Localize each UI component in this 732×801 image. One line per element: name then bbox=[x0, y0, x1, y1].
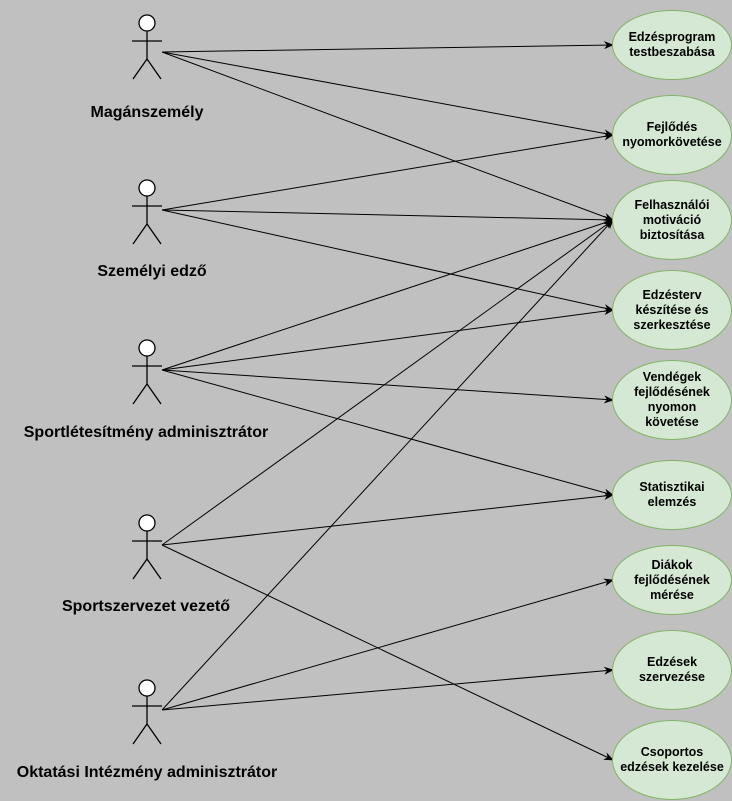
association-sportszervezet-vezeto-csoportos bbox=[161, 544, 614, 761]
association-szemelyi-edzo-motivacio bbox=[161, 209, 614, 224]
actor-figure-maganszemely bbox=[132, 14, 162, 80]
use-case-label: Fejlődés nyomorkövetése bbox=[622, 120, 722, 149]
use-case-diakok: Diákok fejlődésének mérése bbox=[612, 545, 732, 615]
use-case-label: Felhasználói motiváció biztosítása bbox=[634, 197, 710, 242]
actor-label-oktatasi-intezmeny-admin: Oktatási Intézmény adminisztrátor bbox=[16, 764, 278, 781]
association-sportletesitmeny-admin-statisztika bbox=[161, 369, 614, 497]
actor-label-sportszervezet-vezeto: Sportszervezet vezető bbox=[61, 598, 231, 615]
use-case-label: Edzések szervezése bbox=[638, 655, 706, 684]
actor-figure-szemelyi-edzo bbox=[132, 179, 162, 245]
use-case-label: Csoportos edzések kezelése bbox=[620, 745, 724, 774]
actor-label-sportletesitmeny-admin: Sportlétesítmény adminisztrátor bbox=[23, 424, 269, 441]
actor-figure-sportszervezet-vezeto bbox=[132, 514, 162, 580]
association-lines bbox=[161, 41, 614, 761]
use-case-fejlodes: Fejlődés nyomorkövetése bbox=[612, 95, 732, 175]
use-case-csoportos: Csoportos edzések kezelése bbox=[612, 720, 732, 800]
use-case-edzesprogram: Edzésprogram testbeszabása bbox=[612, 10, 732, 80]
use-case-statisztika: Statisztikai elemzés bbox=[612, 460, 732, 530]
association-maganszemely-edzesprogram bbox=[161, 41, 614, 53]
association-sportletesitmeny-admin-motivacio bbox=[161, 219, 614, 371]
use-case-label: Vendégek fejlődésének nyomon követése bbox=[634, 370, 710, 429]
use-case-label: Statisztikai elemzés bbox=[639, 480, 705, 509]
association-szemelyi-edzo-edzesterv bbox=[161, 209, 614, 312]
association-sportszervezet-vezeto-statisztika bbox=[161, 492, 614, 546]
use-case-motivacio: Felhasználói motiváció biztosítása bbox=[612, 180, 732, 260]
association-oktatasi-intezmeny-admin-edzesek bbox=[161, 666, 614, 711]
use-case-vendegek: Vendégek fejlődésének nyomon követése bbox=[612, 360, 732, 440]
association-sportszervezet-vezeto-motivacio bbox=[161, 219, 614, 546]
association-sportletesitmeny-admin-vendegek bbox=[161, 369, 614, 404]
actor-label-szemelyi-edzo: Személyi edző bbox=[97, 263, 207, 280]
association-oktatasi-intezmeny-admin-diakok bbox=[161, 578, 614, 711]
association-maganszemely-motivacio bbox=[161, 51, 614, 221]
use-case-edzesterv: Edzésterv készítése és szerkesztése bbox=[612, 270, 732, 350]
use-case-label: Diákok fejlődésének mérése bbox=[634, 557, 710, 602]
actor-figure-oktatasi-intezmeny-admin bbox=[132, 679, 162, 745]
use-case-label: Edzésterv készítése és szerkesztése bbox=[633, 287, 711, 332]
actor-figure-sportletesitmeny-admin bbox=[132, 339, 162, 405]
actor-figures bbox=[132, 14, 162, 745]
actor-label-maganszemely: Magánszemély bbox=[90, 104, 204, 121]
association-szemelyi-edzo-fejlodes bbox=[161, 132, 614, 211]
association-sportletesitmeny-admin-edzesterv bbox=[161, 307, 614, 371]
use-case-label: Edzésprogram testbeszabása bbox=[628, 30, 716, 59]
use-case-edzesek: Edzések szervezése bbox=[612, 630, 732, 710]
association-maganszemely-fejlodes bbox=[161, 51, 614, 138]
association-oktatasi-intezmeny-admin-motivacio bbox=[161, 219, 614, 711]
